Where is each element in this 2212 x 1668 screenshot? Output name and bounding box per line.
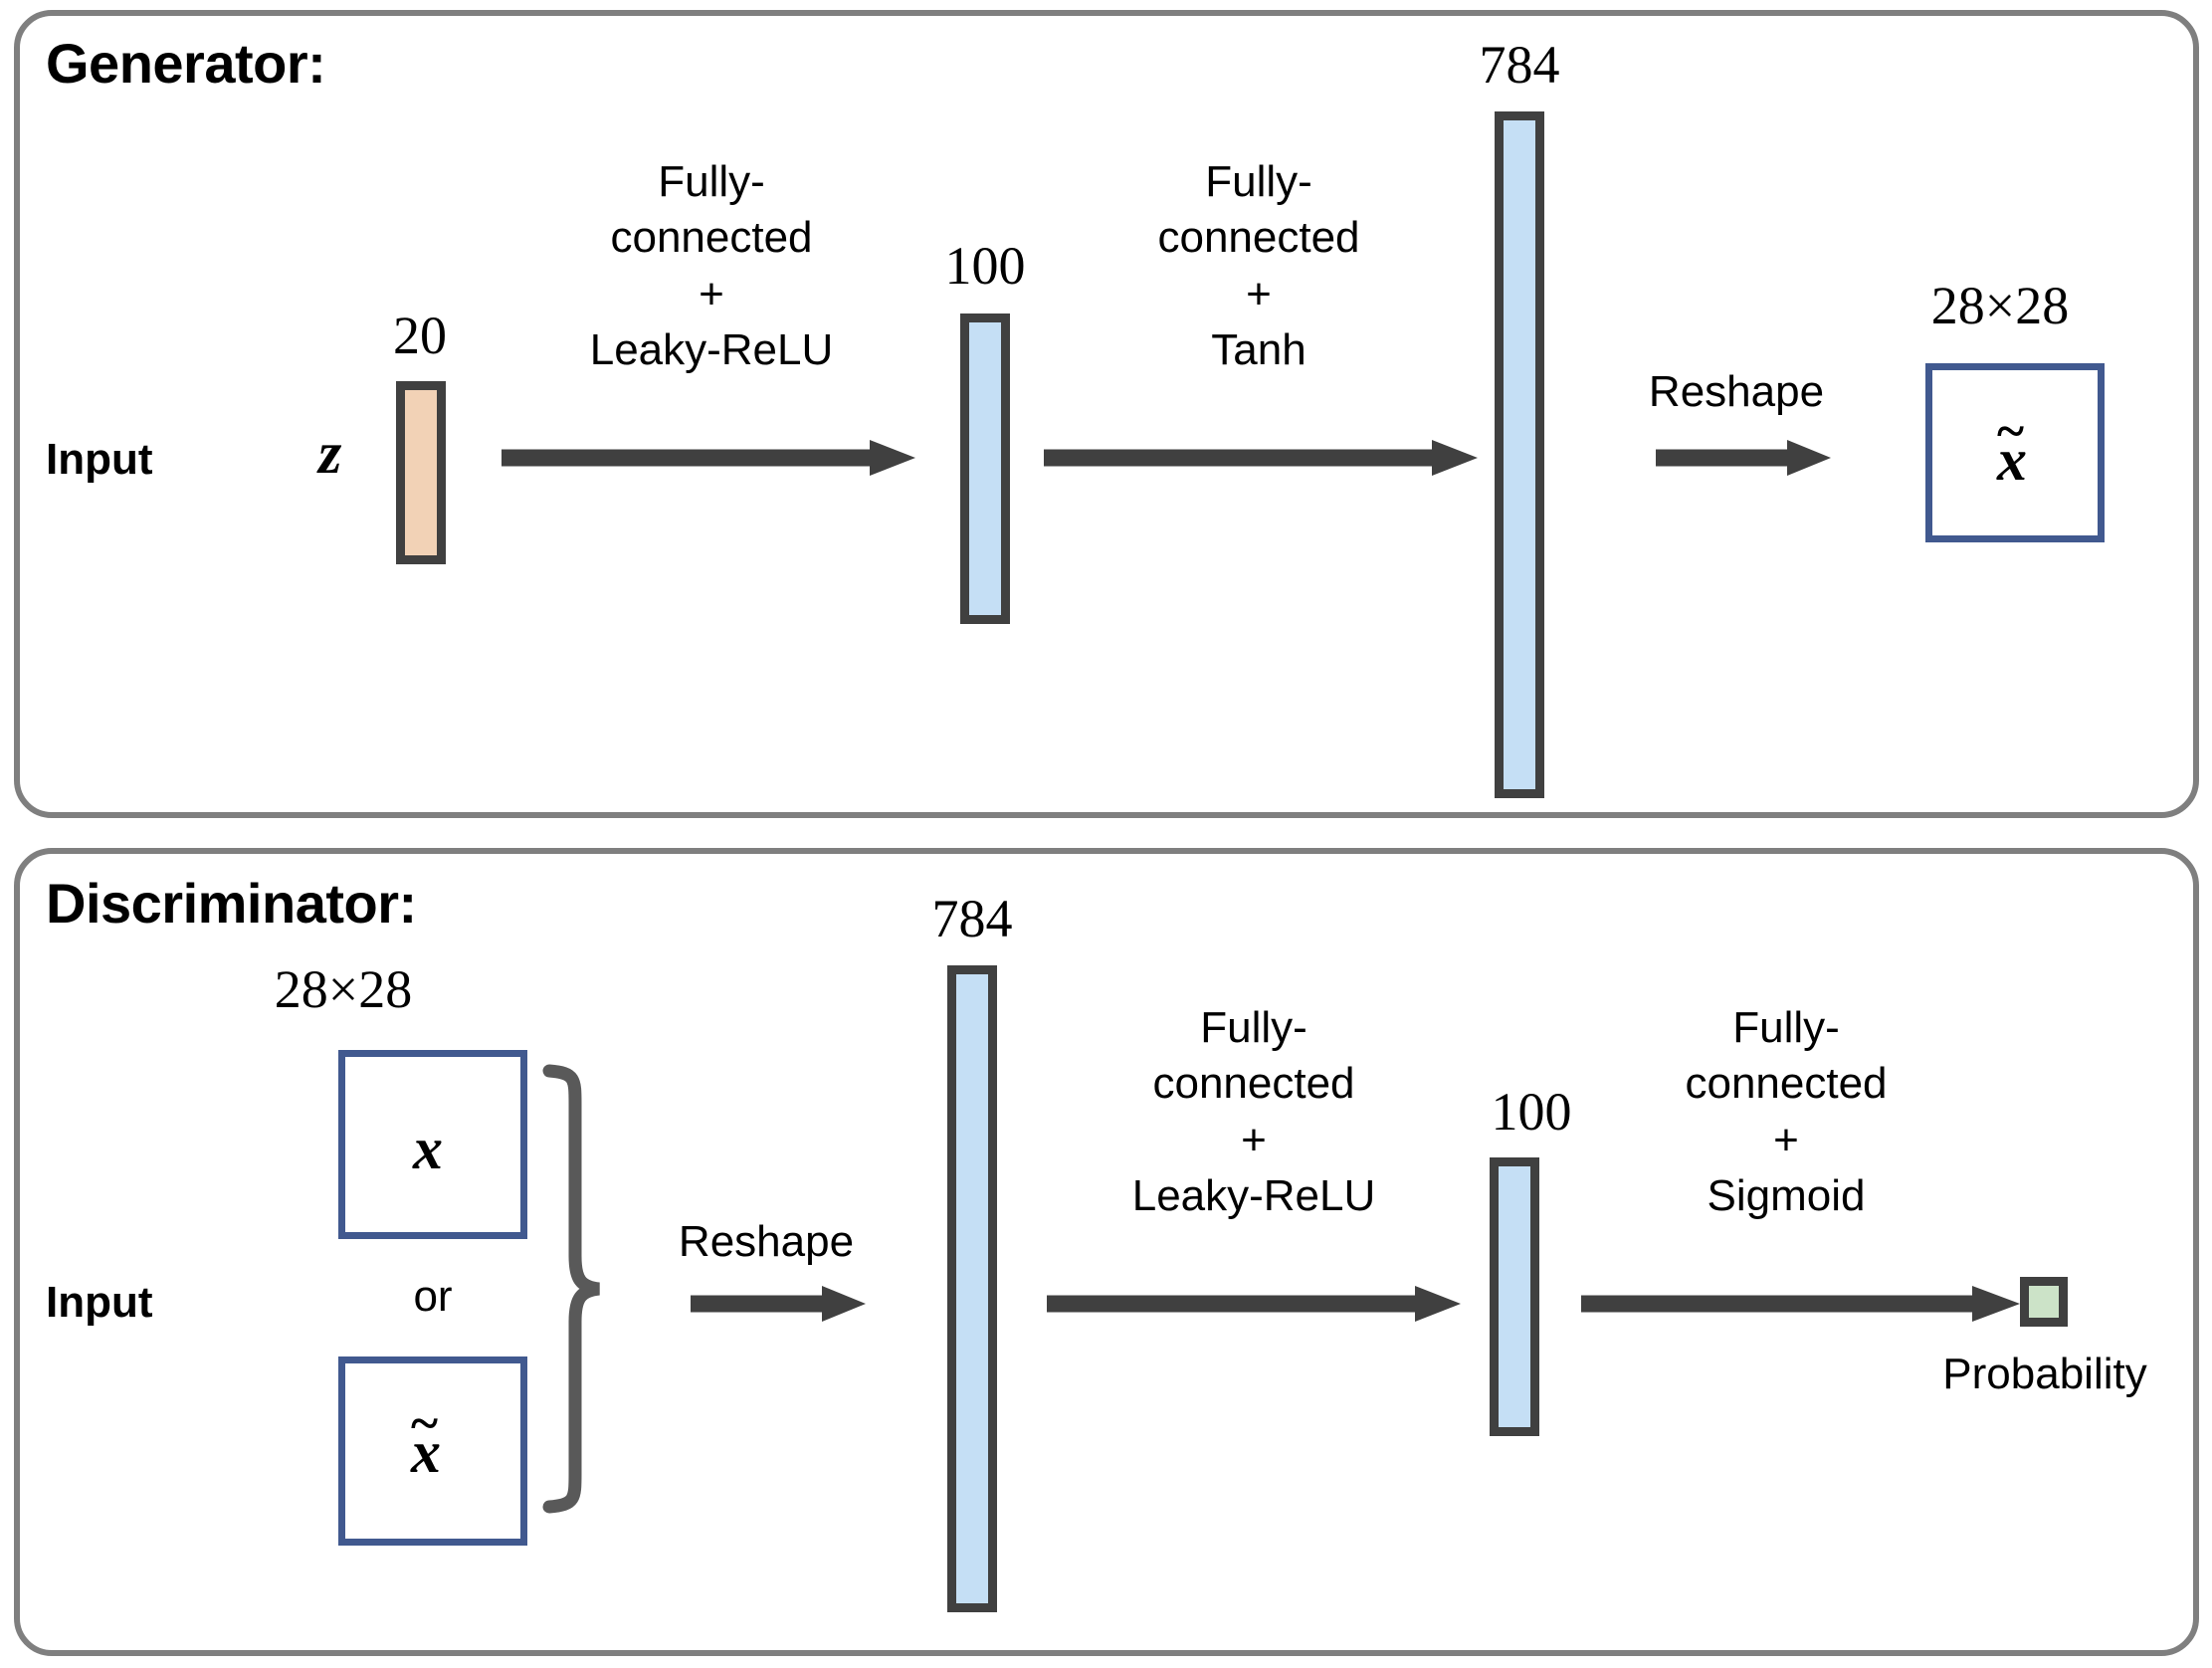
generator-arrow-2 <box>1044 440 1478 476</box>
discriminator-image-shape-label: 28×28 <box>274 959 413 1019</box>
generator-output-vector-size-label: 784 <box>1479 35 1560 95</box>
latent-size-label: 20 <box>393 306 447 365</box>
generator-image-shape-label: 28×28 <box>1930 276 2070 335</box>
generator-hidden-bar <box>960 313 1010 624</box>
probability-label: Probability <box>1942 1350 2147 1398</box>
generator-output-image-box <box>1925 363 2105 542</box>
generator-op1-label: Fully- connected + Leaky-ReLU <box>589 157 834 374</box>
input-grouping-brace <box>542 1064 600 1514</box>
discriminator-title: Discriminator: <box>46 872 417 935</box>
latent-variable-z: z <box>318 420 342 486</box>
discriminator-real-symbol: x <box>413 1116 443 1181</box>
latent-vector-bar <box>396 381 446 564</box>
generator-op2-label: Fully- connected + Tanh <box>1157 157 1360 374</box>
probability-output-square <box>2020 1277 2068 1327</box>
discriminator-fake-image-box <box>338 1356 527 1546</box>
generator-title: Generator: <box>46 32 326 95</box>
discriminator-op2-label: Fully- connected + Sigmoid <box>1685 1003 1888 1220</box>
generator-input-label: Input <box>46 435 153 484</box>
discriminator-arrow-2 <box>1581 1286 2020 1322</box>
generator-output-tilde: ~ <box>1997 403 2025 460</box>
generator-reshape-label: Reshape <box>1648 367 1825 416</box>
discriminator-hidden-bar <box>1490 1157 1539 1436</box>
discriminator-flat-size-label: 784 <box>931 889 1013 948</box>
generator-reshape-arrow <box>1656 440 1831 476</box>
generator-panel <box>14 10 2199 818</box>
discriminator-op1-label: Fully- connected + Leaky-ReLU <box>1131 1003 1376 1220</box>
generator-output-vector-bar <box>1495 111 1544 798</box>
discriminator-fake-tilde: ~ <box>411 1395 439 1452</box>
discriminator-flat-bar <box>947 965 997 1612</box>
discriminator-reshape-label: Reshape <box>678 1217 855 1266</box>
discriminator-hidden-size-label: 100 <box>1491 1082 1572 1142</box>
generator-output-symbol: x <box>1997 427 2027 493</box>
discriminator-input-label: Input <box>46 1278 153 1327</box>
discriminator-arrow-1 <box>1047 1286 1461 1322</box>
discriminator-reshape-arrow <box>691 1286 866 1322</box>
discriminator-real-image-box <box>338 1050 527 1239</box>
generator-hidden-size-label: 100 <box>944 236 1026 296</box>
discriminator-fake-symbol: x <box>411 1419 441 1485</box>
generator-arrow-1 <box>502 440 915 476</box>
discriminator-or-label: or <box>413 1272 453 1321</box>
